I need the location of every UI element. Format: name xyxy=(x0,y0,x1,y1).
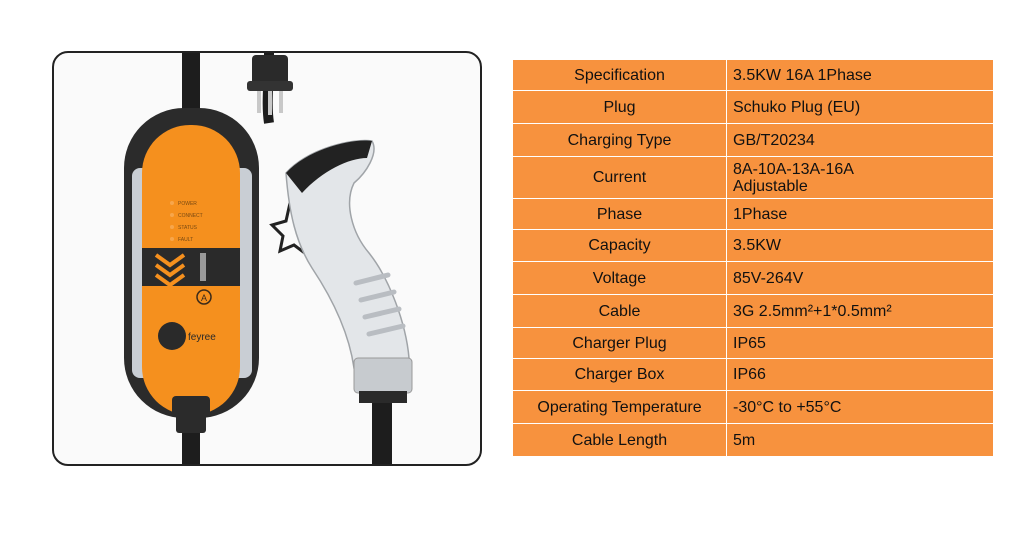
spec-row: Operating Temperature-30°C to +55°C xyxy=(512,390,994,424)
control-box: POWER CONNECT STATUS FAULT A feyree xyxy=(124,108,259,433)
spec-value: 85V-264V xyxy=(726,261,994,295)
spec-value: IP66 xyxy=(726,358,994,391)
spec-value: 3.5KW 16A 1Phase xyxy=(726,59,994,91)
schuko-plug xyxy=(247,53,293,124)
svg-text:FAULT: FAULT xyxy=(178,237,193,243)
spec-label: Cable Length xyxy=(512,423,727,457)
spec-label: Operating Temperature xyxy=(512,390,727,424)
spec-label: Charging Type xyxy=(512,123,727,157)
spec-label: Charger Plug xyxy=(512,327,727,359)
svg-text:STATUS: STATUS xyxy=(178,225,198,231)
spec-value: -30°C to +55°C xyxy=(726,390,994,424)
spec-value: GB/T20234 xyxy=(726,123,994,157)
spec-value: 3.5KW xyxy=(726,229,994,262)
spec-label: Plug xyxy=(512,90,727,124)
spec-label: Cable xyxy=(512,294,727,328)
spec-value: 8A-10A-13A-16A Adjustable xyxy=(726,156,994,199)
svg-text:feyree: feyree xyxy=(188,332,216,343)
svg-text:A: A xyxy=(201,293,207,303)
spec-label: Phase xyxy=(512,198,727,230)
spec-value: IP65 xyxy=(726,327,994,359)
spec-value: 1Phase xyxy=(726,198,994,230)
spec-label: Voltage xyxy=(512,261,727,295)
ev-charger-illustration: POWER CONNECT STATUS FAULT A feyree xyxy=(124,53,413,464)
spec-value: 3G 2.5mm²+1*0.5mm² xyxy=(726,294,994,328)
svg-text:POWER: POWER xyxy=(178,201,197,207)
spec-label: Current xyxy=(512,156,727,199)
spec-label: Specification xyxy=(512,59,727,91)
product-image-panel: POWER CONNECT STATUS FAULT A feyree xyxy=(52,51,482,466)
svg-text:CONNECT: CONNECT xyxy=(178,213,203,219)
spec-value: 5m xyxy=(726,423,994,457)
spec-value: Schuko Plug (EU) xyxy=(726,90,994,124)
spec-label: Charger Box xyxy=(512,358,727,391)
charging-gun xyxy=(285,139,413,464)
spec-label: Capacity xyxy=(512,229,727,262)
cable-top xyxy=(182,53,200,123)
